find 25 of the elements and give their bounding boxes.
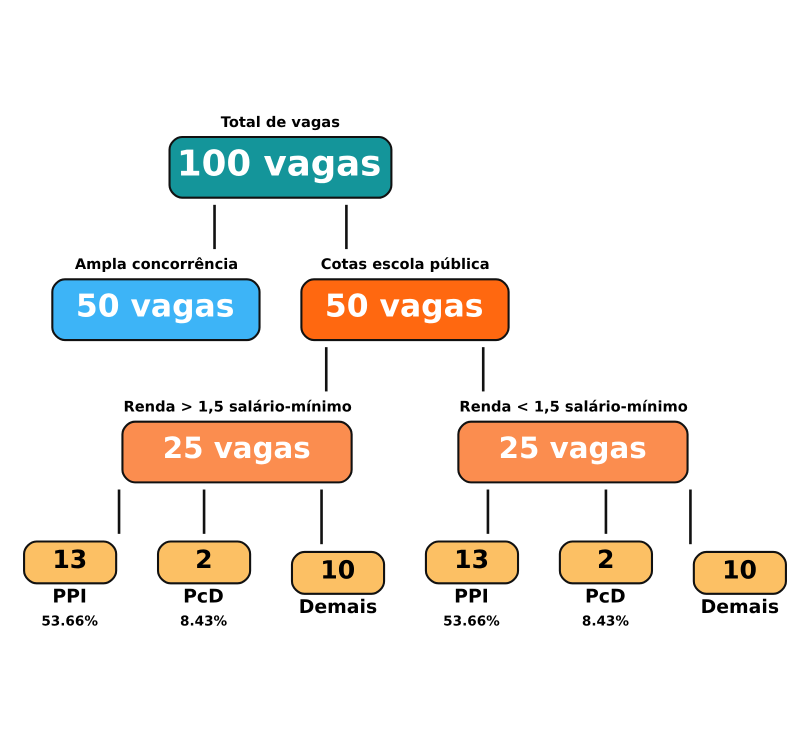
node-label: Cotas escola pública (320, 256, 490, 273)
node-label: 53.66% (443, 613, 500, 630)
node-label: PPI (454, 586, 489, 608)
node-label: 8.43% (582, 613, 630, 630)
connector (324, 346, 328, 391)
node-label: 8.43% (180, 613, 228, 630)
node-label: Demais (700, 596, 780, 618)
node-label: Renda > 1,5 salário-mínimo (123, 398, 352, 415)
connector (202, 489, 206, 534)
connector (345, 204, 348, 249)
connector (486, 489, 490, 534)
connector (482, 346, 485, 391)
connector (604, 489, 608, 534)
node-label: PPI (52, 586, 87, 608)
node-label: PcD (183, 586, 224, 608)
connector (213, 204, 216, 249)
connector (689, 489, 692, 544)
node-label: Renda < 1,5 salário-mínimo (459, 398, 688, 415)
connector (118, 489, 120, 534)
node-label: 53.66% (41, 613, 98, 630)
node-label: PcD (585, 586, 626, 608)
node-label: Total de vagas (220, 113, 340, 130)
connector (320, 489, 323, 544)
node-label: Demais (298, 596, 378, 618)
node-label: Ampla concorrência (74, 256, 238, 273)
